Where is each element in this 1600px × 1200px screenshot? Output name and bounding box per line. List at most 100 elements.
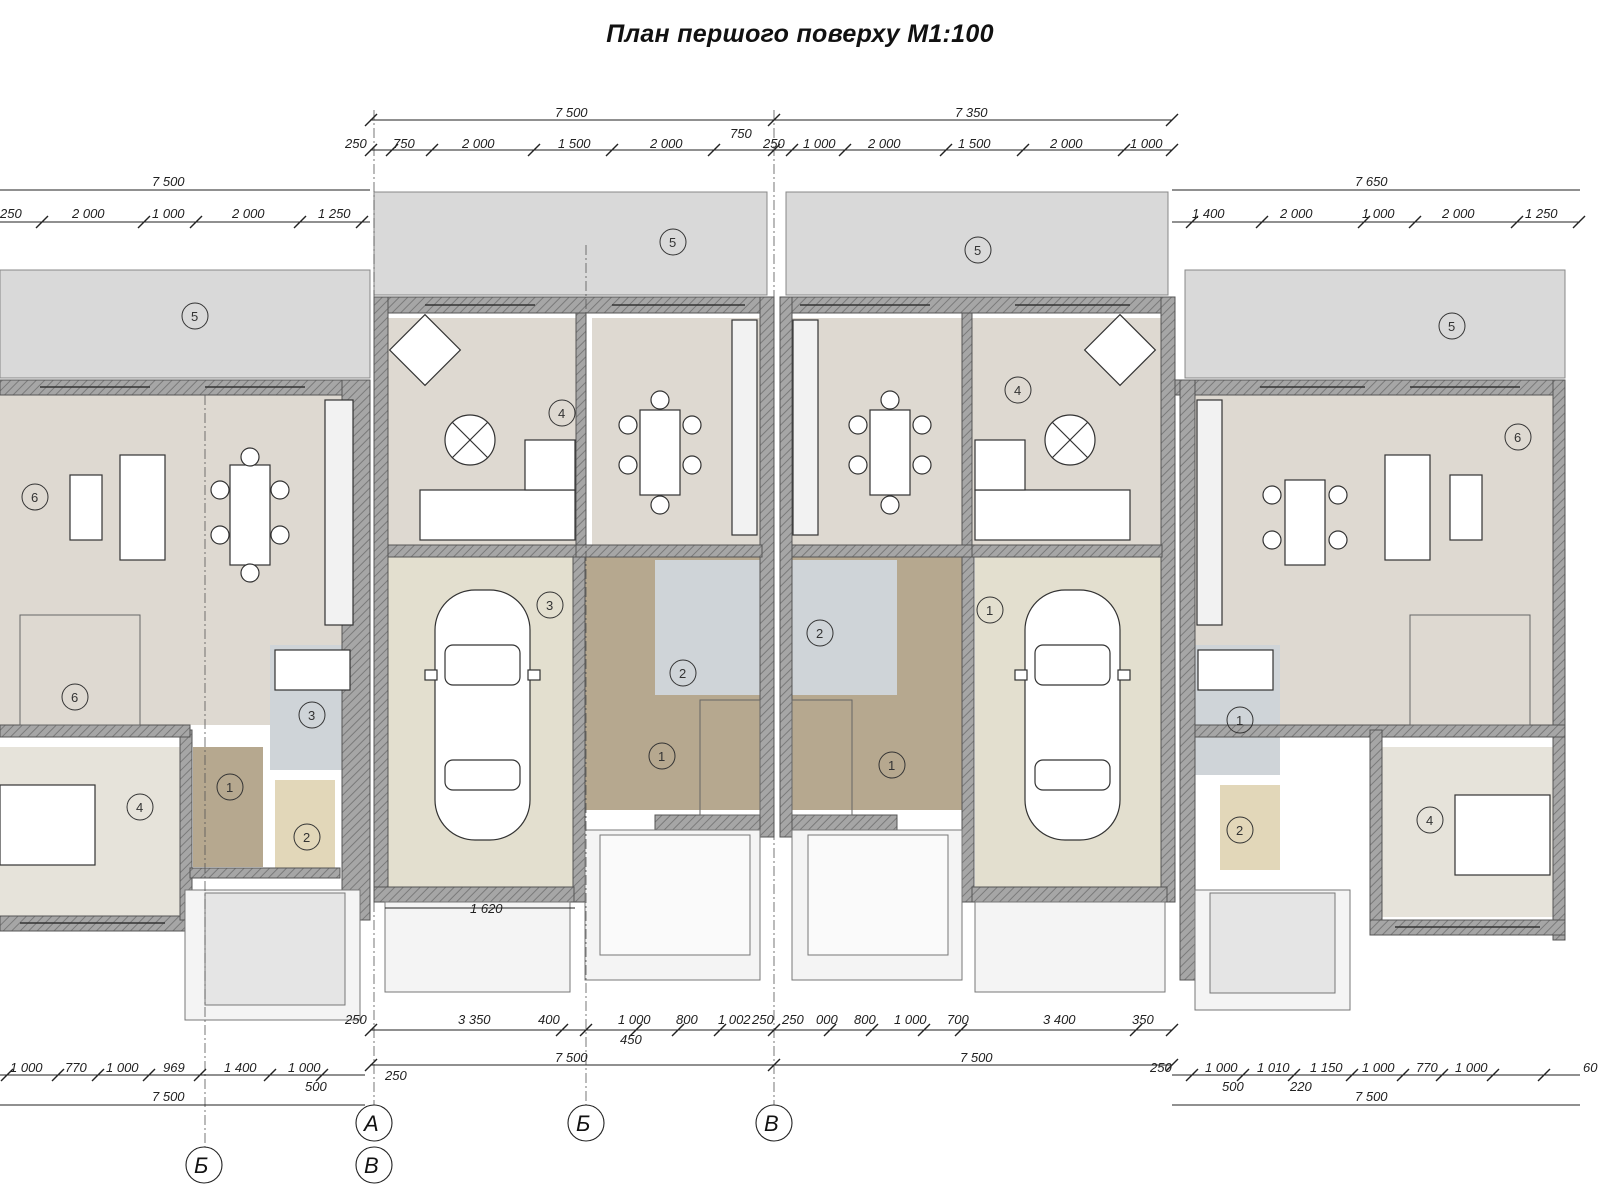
sofa-left bbox=[119, 454, 166, 561]
svg-text:2 000: 2 000 bbox=[649, 136, 683, 151]
svg-text:350: 350 bbox=[1132, 1012, 1154, 1027]
room-num: 1 bbox=[226, 780, 233, 795]
axis-b-center: Б bbox=[576, 1111, 590, 1136]
dining-table-r bbox=[1284, 479, 1326, 566]
svg-text:1 150: 1 150 bbox=[1310, 1060, 1343, 1075]
svg-text:1 400: 1 400 bbox=[1192, 206, 1225, 221]
svg-text:2 000: 2 000 bbox=[1049, 136, 1083, 151]
svg-text:1 250: 1 250 bbox=[318, 206, 351, 221]
svg-text:1 000: 1 000 bbox=[288, 1060, 321, 1075]
svg-text:700: 700 bbox=[947, 1012, 969, 1027]
dim-overall-center-left: 7 500 bbox=[555, 105, 588, 120]
svg-text:1 000: 1 000 bbox=[1362, 1060, 1395, 1075]
room-num: 2 bbox=[679, 666, 686, 681]
room-num: 2 bbox=[303, 830, 310, 845]
svg-text:3 400: 3 400 bbox=[1043, 1012, 1076, 1027]
car-cr bbox=[1014, 589, 1131, 841]
stairs bbox=[19, 614, 1531, 816]
svg-text:1 000: 1 000 bbox=[1205, 1060, 1238, 1075]
svg-text:250: 250 bbox=[751, 1012, 774, 1027]
bed-left bbox=[0, 784, 96, 866]
car-cl bbox=[424, 589, 541, 841]
svg-text:7 500: 7 500 bbox=[960, 1050, 993, 1065]
svg-text:7 500: 7 500 bbox=[152, 1089, 185, 1104]
dimension-labels: 7 500 7 500 7 350 7 650 250 2 000 1 000 … bbox=[0, 105, 1598, 1104]
svg-text:750: 750 bbox=[393, 136, 415, 151]
svg-text:250: 250 bbox=[1149, 1060, 1172, 1075]
windows bbox=[20, 304, 1540, 928]
room-num: 1 bbox=[658, 749, 665, 764]
svg-text:770: 770 bbox=[65, 1060, 87, 1075]
room-num: 4 bbox=[1426, 813, 1433, 828]
svg-text:220: 220 bbox=[1289, 1079, 1312, 1094]
bed-r bbox=[1454, 794, 1551, 876]
svg-text:500: 500 bbox=[1222, 1079, 1244, 1094]
svg-text:1 000: 1 000 bbox=[10, 1060, 43, 1075]
svg-text:000: 000 bbox=[816, 1012, 838, 1027]
svg-text:250: 250 bbox=[781, 1012, 804, 1027]
svg-text:250: 250 bbox=[384, 1068, 407, 1083]
svg-text:250: 250 bbox=[0, 206, 22, 221]
room-num: 1 bbox=[888, 758, 895, 773]
svg-text:2 000: 2 000 bbox=[231, 206, 265, 221]
wc-center-left bbox=[655, 560, 760, 695]
axis-bubbles bbox=[185, 1104, 793, 1184]
svg-text:2 000: 2 000 bbox=[1279, 206, 1313, 221]
room-num: 4 bbox=[558, 406, 565, 421]
svg-text:450: 450 bbox=[620, 1032, 642, 1047]
kitchen-cl bbox=[731, 319, 758, 536]
wardrobe-right bbox=[1220, 785, 1280, 870]
room-numbers: 5 6 6 4 1 2 3 5 4 3 2 1 5 4 1 2 1 5 6 4 … bbox=[31, 235, 1521, 845]
svg-text:400: 400 bbox=[538, 1012, 560, 1027]
dining-table-left bbox=[229, 464, 271, 566]
coffee-table-r bbox=[1449, 474, 1483, 541]
svg-text:7 500: 7 500 bbox=[1355, 1089, 1388, 1104]
svg-text:969: 969 bbox=[163, 1060, 185, 1075]
room-num: 6 bbox=[1514, 430, 1521, 445]
armchair-cl bbox=[388, 313, 462, 387]
svg-text:1 000: 1 000 bbox=[1455, 1060, 1488, 1075]
porches bbox=[184, 829, 1351, 1021]
svg-text:770: 770 bbox=[1416, 1060, 1438, 1075]
svg-text:2 000: 2 000 bbox=[71, 206, 105, 221]
room-markers bbox=[21, 228, 1532, 851]
svg-text:1 500: 1 500 bbox=[958, 136, 991, 151]
armchair-cr bbox=[1083, 313, 1157, 387]
terrace-center-left bbox=[373, 191, 768, 296]
room-num: 5 bbox=[669, 235, 676, 250]
room-num: 4 bbox=[1014, 383, 1021, 398]
room-num: 2 bbox=[1236, 823, 1243, 838]
grid-lines bbox=[204, 110, 775, 1150]
room-num: 1 bbox=[986, 603, 993, 618]
sofa-cl bbox=[419, 489, 576, 541]
svg-text:500: 500 bbox=[305, 1079, 327, 1094]
svg-text:7 500: 7 500 bbox=[555, 1050, 588, 1065]
furniture bbox=[0, 313, 1551, 876]
dim-overall-left: 7 500 bbox=[152, 174, 185, 189]
dimension-ticks bbox=[0, 113, 1586, 1082]
room-num: 5 bbox=[1448, 319, 1455, 334]
room-num: 1 bbox=[1236, 713, 1243, 728]
svg-text:800: 800 bbox=[676, 1012, 698, 1027]
svg-text:750: 750 bbox=[730, 126, 752, 141]
svg-text:1 250: 1 250 bbox=[1525, 206, 1558, 221]
room-num: 5 bbox=[191, 309, 198, 324]
room-num: 3 bbox=[546, 598, 553, 613]
dim-porch: 1 620 bbox=[470, 901, 503, 916]
dining-table-cl bbox=[639, 409, 681, 496]
svg-text:1 002: 1 002 bbox=[718, 1012, 751, 1027]
svg-text:1 000: 1 000 bbox=[894, 1012, 927, 1027]
svg-text:1 400: 1 400 bbox=[224, 1060, 257, 1075]
svg-text:1 000: 1 000 bbox=[618, 1012, 651, 1027]
svg-text:3 350: 3 350 bbox=[458, 1012, 491, 1027]
svg-text:1 000: 1 000 bbox=[803, 136, 836, 151]
axis-b-left: Б bbox=[194, 1153, 208, 1178]
svg-text:2 000: 2 000 bbox=[1441, 206, 1475, 221]
dim-overall-right: 7 650 bbox=[1355, 174, 1388, 189]
bathtub-left bbox=[274, 649, 351, 691]
coffee-table-left bbox=[69, 474, 103, 541]
terrace-right bbox=[1184, 269, 1566, 379]
wc-center-right bbox=[792, 560, 897, 695]
drawing-title: План першого поверху М1:100 bbox=[606, 20, 994, 48]
axis-a: А bbox=[362, 1111, 379, 1136]
